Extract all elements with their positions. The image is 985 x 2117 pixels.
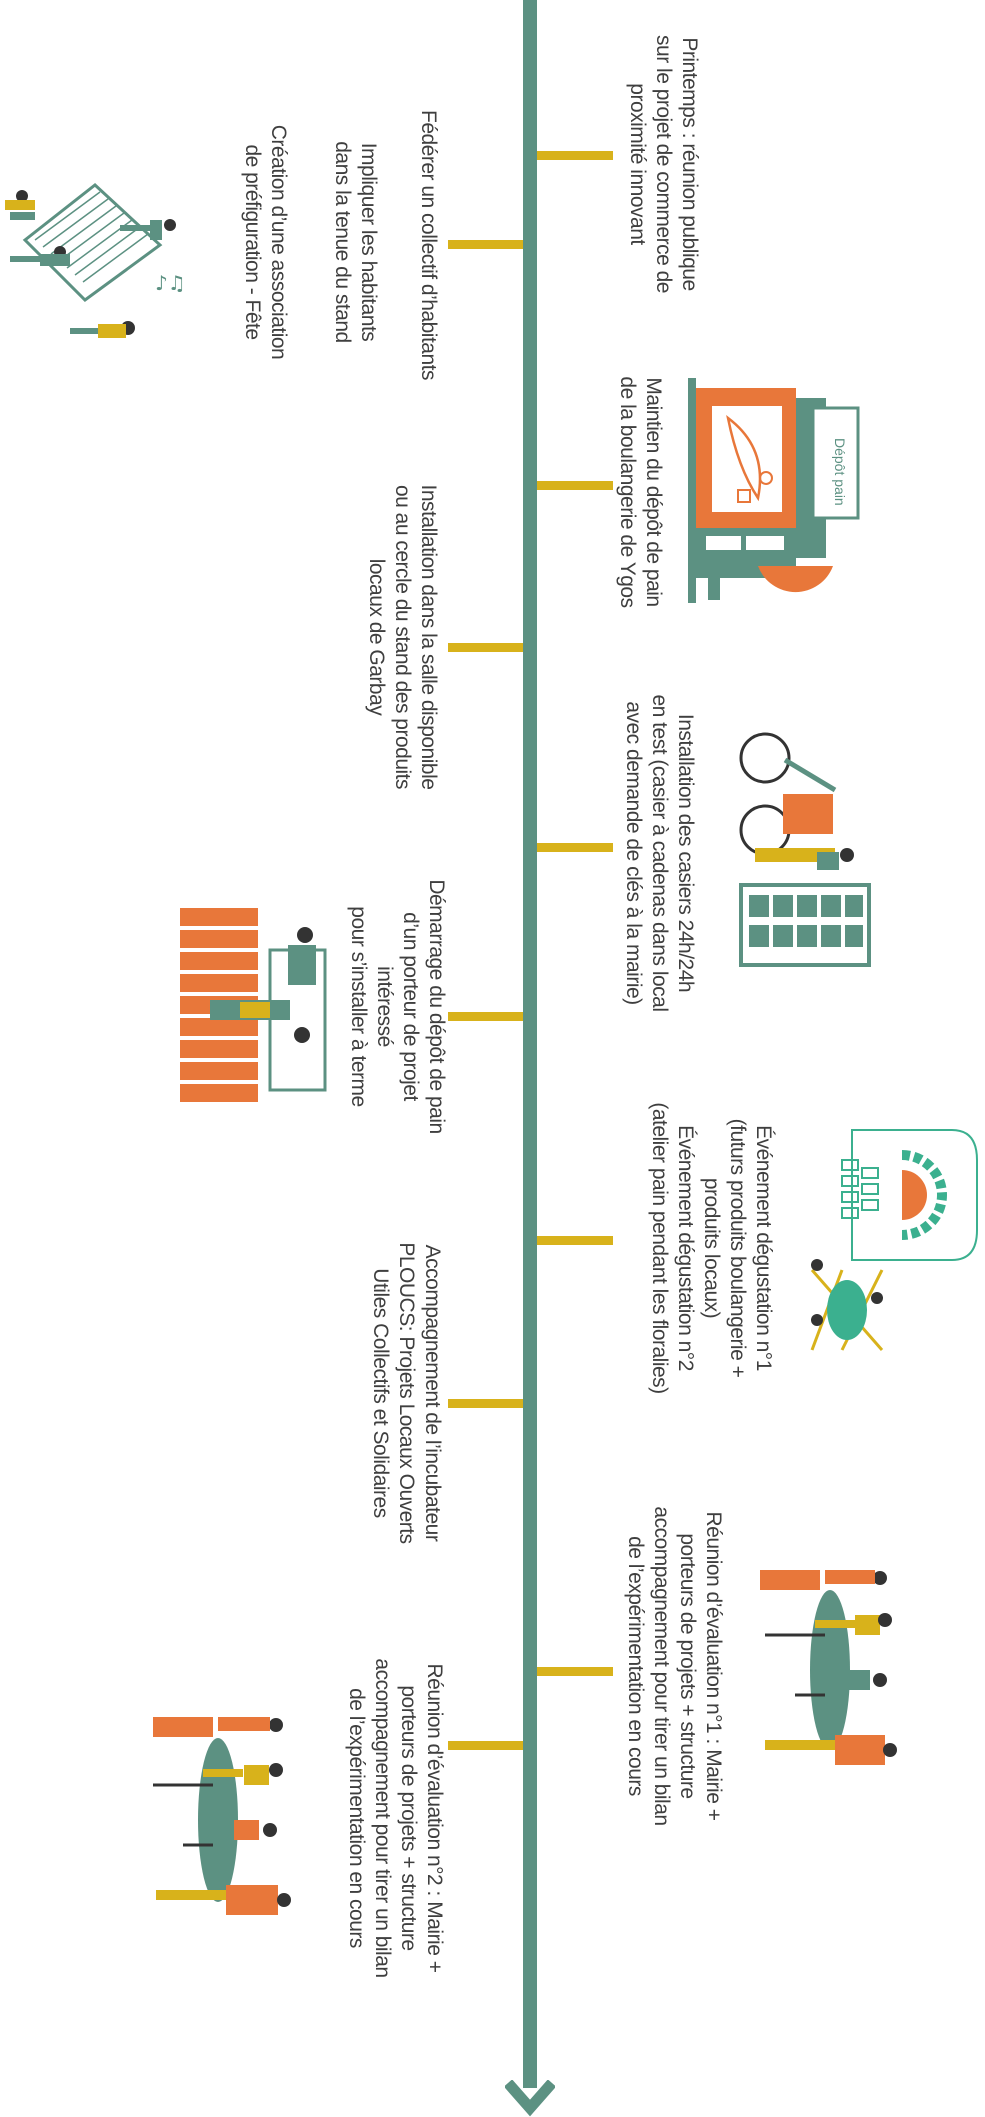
tick-evaluation-2 — [448, 1741, 523, 1750]
tick-incubateur — [448, 1399, 523, 1408]
oven-icon — [810, 1129, 978, 1351]
lockers-icon — [739, 732, 871, 967]
arrow-down-icon — [505, 2080, 555, 2117]
event-label: Réunion d’évaluation n°2 : Mairie + port… — [345, 1658, 446, 1978]
tick-maintien-depot — [537, 481, 613, 490]
event-label: Fédérer un collectif d’habitants — [417, 110, 440, 380]
tick-degustation — [537, 1236, 613, 1245]
tick-evaluation-1 — [537, 1667, 613, 1676]
event-label: Démarrage du dépôt de pain d’un porteur … — [347, 879, 448, 1134]
timeline-axis — [523, 0, 537, 2088]
event-label: Accompagnement de l’incubateur PLOUCS: P… — [369, 1242, 444, 1544]
tick-demarrage — [448, 1012, 523, 1021]
depot-sign-text: Dépôt pain — [832, 438, 848, 506]
event-label: Événement dégustation n°1 (futurs produi… — [648, 1102, 775, 1394]
event-label: Installation dans la salle disponible ou… — [365, 484, 440, 790]
bakery-icon: Dépôt pain — [688, 378, 860, 603]
party-icon: ♪♫ — [5, 183, 186, 338]
meeting-icon — [153, 1717, 291, 1915]
event-label: Création d’une association de préfigurat… — [241, 124, 290, 360]
meeting-icon — [760, 1570, 897, 1765]
event-label: Réunion d’évaluation n°1 : Mairie + port… — [624, 1506, 725, 1826]
svg-text:♪♫: ♪♫ — [155, 271, 186, 295]
event-label: Installation des casiers 24h/24h en test… — [622, 694, 697, 1012]
tick-installation-salle — [448, 643, 523, 652]
tick-casiers — [537, 843, 613, 852]
event-label: Maintien du dépôt de pain de la boulange… — [616, 376, 665, 608]
tick-federer — [448, 240, 523, 249]
tick-reunion-publique — [537, 151, 613, 160]
bread-table-icon — [180, 908, 327, 1102]
event-label: Impliquer les habitants dans la tenue du… — [331, 141, 380, 343]
event-label: Printemps : réunion publique sur le proj… — [626, 35, 701, 293]
